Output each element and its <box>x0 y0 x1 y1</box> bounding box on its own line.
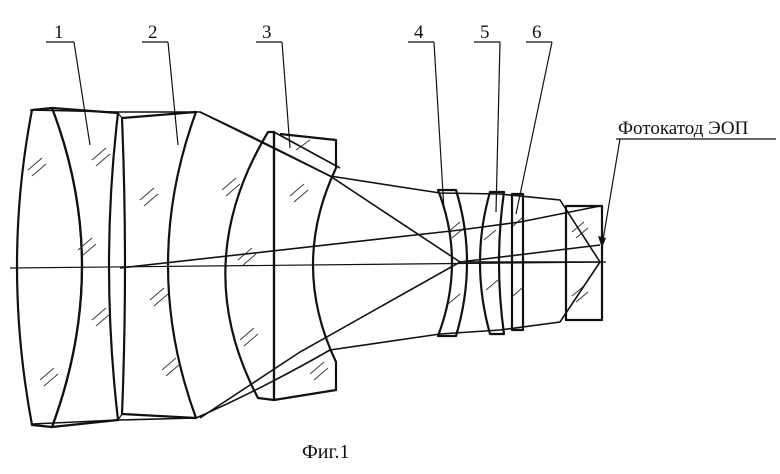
arrowhead <box>598 236 606 248</box>
label-4: 4 <box>414 22 424 43</box>
label-6: 6 <box>532 22 542 43</box>
optical-axis <box>9 261 607 269</box>
lens-5 <box>478 190 506 336</box>
label-3: 3 <box>262 22 272 43</box>
lens-1 <box>15 106 120 429</box>
leader-lines <box>46 41 776 248</box>
label-2: 2 <box>148 22 158 43</box>
ray-bundle <box>29 109 601 425</box>
label-5: 5 <box>480 22 490 43</box>
photocathode-window <box>564 204 604 322</box>
label-1: 1 <box>54 22 64 43</box>
figure-caption: Фиг.1 <box>302 441 349 463</box>
label-photocathode: Фотокатод ЭОП <box>618 118 749 139</box>
